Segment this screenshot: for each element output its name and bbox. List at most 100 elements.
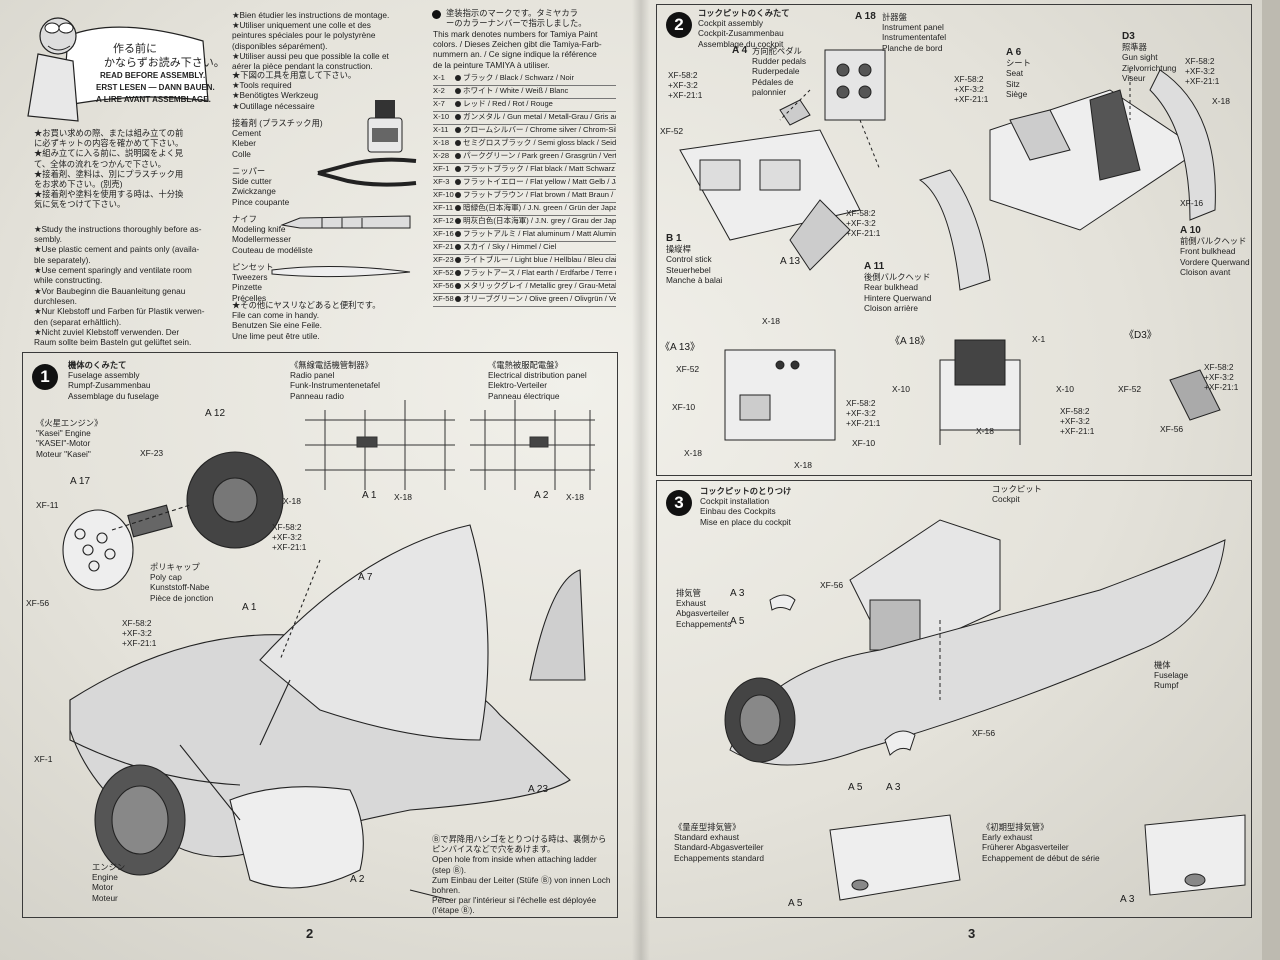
label-xf52: XF-52 — [660, 126, 684, 136]
label-xf56-b: XF-56 — [972, 728, 996, 738]
sub-d3-title: 《D3》 — [1124, 330, 1157, 341]
label-a5-standard: A 5 — [788, 898, 803, 909]
label-a5: A 5 — [730, 616, 745, 627]
paint-code: XF-58 — [433, 294, 454, 303]
label-x18-right1: X-18 — [394, 492, 412, 502]
exhaust-variants-diagram — [829, 814, 1246, 901]
knife-icon — [280, 215, 411, 229]
sub-details-diagram — [724, 339, 1221, 445]
paint-code: X-11 — [433, 125, 449, 134]
paint-name: クロームシルバー / Chrome silver / Chrom-Silber … — [463, 125, 616, 134]
intro-en: ★Study the instructions thoroughly befor… — [34, 224, 202, 286]
side-cutter-icon — [317, 157, 417, 187]
paint-code: X-2 — [433, 86, 445, 95]
mascot-illustration — [27, 17, 209, 122]
label-a13: A 13 — [780, 256, 801, 267]
paint-code: XF-10 — [433, 190, 454, 199]
page-number-left: 2 — [306, 926, 314, 941]
paint-name: 明灰白色(日本海軍) / J.N. grey / Grau der Japani… — [463, 216, 616, 225]
right-page-edge — [1262, 0, 1280, 960]
paint-dot-icon — [455, 114, 461, 120]
sub-label-x18c: X-18 — [794, 460, 812, 470]
sub-label-xf10a: XF-10 — [672, 402, 696, 412]
paint-dot-icon — [455, 244, 461, 250]
step1-number: 1 — [32, 364, 58, 390]
paint-code: XF-21 — [433, 242, 454, 251]
paint-icon — [432, 10, 441, 19]
paint-row: X-11 クロームシルバー / Chrome silver / Chrom-Sil… — [433, 124, 616, 138]
label-xf16: XF-16 — [1180, 198, 1204, 208]
read-first-jp-1: 作る前に — [113, 43, 157, 55]
paint-name: ブラック / Black / Schwarz / Noir — [463, 73, 574, 82]
sub-label-x10a: X-10 — [892, 384, 910, 394]
paint-code: X-18 — [433, 138, 450, 147]
paint-name: レッド / Red / Rot / Rouge — [463, 99, 553, 108]
sub-mix-a13: XF-58:2+XF-3:2+XF-21:1 — [846, 398, 881, 429]
paint-dot-icon — [455, 179, 461, 185]
paint-name: オリーブグリーン / Olive green / Olivgrün / Vert… — [463, 294, 616, 303]
paint-header-langs: This mark denotes numbers for Tamiya Pai… — [433, 29, 602, 70]
paint-dot-icon — [455, 192, 461, 198]
mix-left: XF-58:2+XF-3:2+XF-21:1 — [668, 70, 703, 101]
sub-a13-title: 《A 13》 — [660, 342, 701, 353]
paint-name: セミグロスブラック / Semi gloss black / Seidengla… — [463, 138, 616, 147]
radio-panel-diagram — [305, 400, 455, 490]
paint-name: フラットアルミ / Flat aluminum / Matt Aluminium… — [463, 229, 616, 238]
step1-panel — [22, 352, 618, 918]
paint-header: 塗装指示のマークです。タミヤカラーのカラーナンバーで指示しました。 — [446, 8, 587, 29]
elec-panel-diagram — [470, 400, 595, 490]
mix-seat: XF-58:2+XF-3:2+XF-21:1 — [954, 74, 989, 105]
paint-dot-icon — [455, 166, 461, 172]
label-a17: A 17 — [70, 476, 91, 487]
paint-name: メタリックグレイ / Metallic grey / Grau-Metallic… — [463, 281, 616, 290]
label-xf23: XF-23 — [140, 448, 164, 458]
label-x18-right2: X-18 — [566, 492, 584, 502]
radio-panel-title: 《無線電話機管制器》Radio panel Funk-Instrumentene… — [290, 360, 380, 401]
sub-a18-title: 《A 18》 — [890, 336, 931, 347]
mix-floor: XF-58:2+XF-3:2+XF-21:1 — [846, 208, 881, 239]
label-xf56-a: XF-56 — [820, 580, 844, 590]
label-a5-bottom: A 5 — [848, 782, 863, 793]
page-fold — [632, 0, 650, 960]
paint-row: XF-16 フラットアルミ / Flat aluminum / Matt Alum… — [433, 228, 616, 242]
sub-mix-d3: XF-58:2+XF-3:2+XF-21:1 — [1204, 362, 1239, 393]
paint-dot-icon — [455, 140, 461, 146]
standard-exhaust-label: 《量産型排気管》Standard exhaust Standard-Abgasv… — [674, 822, 764, 863]
paint-code: XF-3 — [433, 177, 450, 186]
cement-bottle-icon — [367, 100, 403, 153]
rudder-pedals-label: A 4 — [732, 45, 748, 56]
paint-code: XF-52 — [433, 268, 454, 277]
sub-label-x18d: X-18 — [976, 426, 994, 436]
paint-name: ホワイト / White / Weiß / Blanc — [463, 86, 569, 95]
paint-code: XF-1 — [433, 164, 450, 173]
paint-name: フラットイエロー / Flat yellow / Matt Gelb / Jau… — [463, 177, 616, 186]
label-a7: A 7 — [358, 572, 373, 583]
paint-code: X-1 — [433, 73, 445, 82]
paint-code: XF-16 — [433, 229, 454, 238]
sub-mix-a18: XF-58:2+XF-3:2+XF-21:1 — [1060, 406, 1095, 437]
cockpit-assembly-diagram — [679, 49, 1216, 291]
paint-dot-icon — [455, 257, 461, 263]
step3-panel — [656, 480, 1252, 918]
